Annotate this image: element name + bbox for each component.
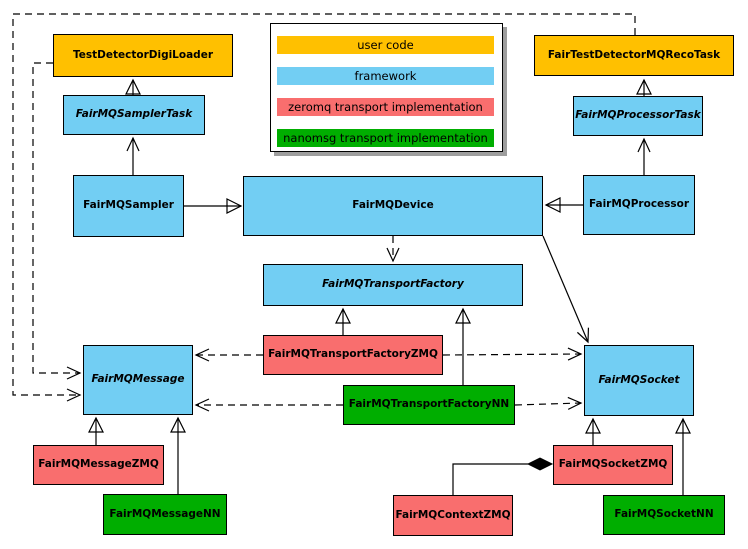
- legend-label: zeromq transport implementation: [288, 100, 483, 114]
- node-label: FairMQDevice: [352, 199, 434, 212]
- node-label: FairMQSocketNN: [614, 508, 714, 521]
- node-label: FairMQTransportFactoryZMQ: [268, 348, 438, 361]
- node-label: FairMQMessageNN: [109, 507, 221, 520]
- node-fairmqsocketzmq: FairMQSocketZMQ: [553, 445, 673, 485]
- node-fairtestdetectormqrecotask: FairTestDetectorMQRecoTask: [534, 35, 734, 76]
- legend-label: framework: [354, 69, 417, 83]
- edge-contextzmq-composition-socketzmq: [452, 463, 528, 495]
- legend-item-zeromq: zeromq transport implementation: [277, 98, 494, 116]
- edge-factorynn-depends-socket: [514, 396, 583, 410]
- node-fairmqprocessortask: FairMQProcessorTask: [573, 96, 703, 136]
- node-fairmqmessage: FairMQMessage: [83, 345, 193, 415]
- node-label: FairTestDetectorMQRecoTask: [547, 48, 721, 61]
- node-label: FairMQMessage: [91, 373, 185, 386]
- node-label: FairMQProcessorTask: [575, 109, 701, 122]
- node-fairmqsamplertask: FairMQSamplerTask: [63, 95, 205, 135]
- node-label: FairMQTransportFactory: [322, 278, 464, 291]
- node-fairmqmessagezmq: FairMQMessageZMQ: [33, 445, 164, 485]
- node-label: FairMQSocket: [598, 373, 680, 386]
- composition-diamond-icon: [526, 457, 554, 471]
- node-label: FairMQSampler: [83, 199, 174, 212]
- node-label: FairMQSamplerTask: [75, 108, 193, 121]
- legend-item-nanomsg: nanomsg transport implementation: [277, 129, 494, 147]
- edge-device-uses-socket: [542, 235, 590, 344]
- edge-digiloader-depends-message: [32, 62, 82, 380]
- legend: user code framework zeromq transport imp…: [270, 23, 503, 152]
- legend-item-user-code: user code: [277, 36, 494, 54]
- node-label: FairMQSocketZMQ: [558, 458, 668, 471]
- node-fairmqtransportfactorynn: FairMQTransportFactoryNN: [343, 385, 515, 425]
- edge-recotask-depends-message: [12, 13, 636, 402]
- node-fairmqcontextzmq: FairMQContextZMQ: [393, 495, 513, 536]
- node-label: FairMQProcessor: [588, 198, 690, 211]
- node-testdetectordigiloader: TestDetectorDigiLoader: [53, 34, 233, 77]
- node-fairmqsocket: FairMQSocket: [584, 345, 694, 416]
- node-fairmqsocketnn: FairMQSocketNN: [603, 495, 725, 535]
- legend-label: user code: [357, 38, 414, 52]
- node-fairmqdevice: FairMQDevice: [243, 176, 543, 236]
- node-label: FairMQContextZMQ: [395, 508, 511, 521]
- node-label: FairMQMessageZMQ: [38, 458, 159, 471]
- node-fairmqtransportfactoryzmq: FairMQTransportFactoryZMQ: [263, 335, 443, 375]
- node-fairmqtransportfactory: FairMQTransportFactory: [263, 264, 523, 306]
- edge-factoryzmq-depends-socket: [442, 347, 583, 361]
- legend-label: nanomsg transport implementation: [283, 131, 488, 145]
- node-fairmqprocessor: FairMQProcessor: [583, 175, 695, 235]
- node-label: TestDetectorDigiLoader: [72, 48, 213, 61]
- node-fairmqmessagenn: FairMQMessageNN: [103, 494, 227, 535]
- legend-item-framework: framework: [277, 67, 494, 85]
- node-label: FairMQTransportFactoryNN: [348, 398, 510, 411]
- node-fairmqsampler: FairMQSampler: [73, 175, 184, 237]
